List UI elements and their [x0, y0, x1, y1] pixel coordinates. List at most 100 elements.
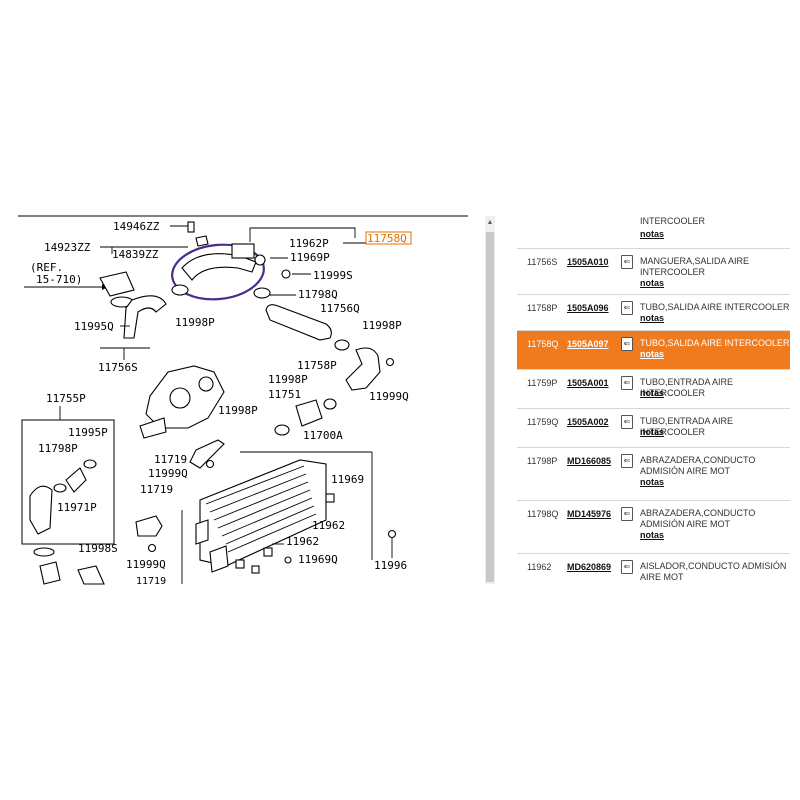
label-11969P[interactable]: 11969P — [290, 251, 330, 264]
add-to-cart-icon[interactable]: ⇐ — [621, 337, 633, 351]
label-11751[interactable]: 11751 — [268, 388, 301, 401]
notes-link[interactable]: notas — [640, 229, 665, 239]
label-11962-a[interactable]: 11962 — [312, 519, 345, 532]
table-row-11759Q[interactable]: 11759Q 1505A002 ⇐ TUBO,ENTRADA AIRE INTERCO… — [517, 409, 790, 448]
part-number-link[interactable]: 1505A010 — [567, 257, 609, 267]
label-11971P[interactable]: 11971P — [57, 501, 97, 514]
hose-part — [29, 485, 53, 535]
label-11998P-b[interactable]: 11998P — [362, 319, 402, 332]
label-11969Q[interactable]: 11969Q — [298, 553, 338, 566]
part-number-link[interactable]: MD620869 — [567, 562, 612, 572]
label-11999Q-a[interactable]: 11999Q — [369, 390, 409, 403]
label-11756Q[interactable]: 11756Q — [320, 302, 360, 315]
label-14839ZZ[interactable]: 14839ZZ — [112, 248, 159, 261]
notes-link[interactable]: notas — [640, 349, 665, 359]
label-11995P[interactable]: 11995P — [68, 426, 108, 439]
label-11998S[interactable]: 11998S — [78, 542, 118, 555]
ref-number: 11798P — [527, 456, 558, 466]
part-description: AISLADOR,CONDUCTO ADMISIÓN AIRE MOT — [640, 561, 787, 582]
add-to-cart-icon[interactable]: ⇐ — [621, 560, 633, 574]
part-number-link[interactable]: MD145976 — [567, 509, 612, 519]
add-to-cart-icon[interactable]: ⇐ — [621, 415, 633, 429]
add-to-cart-icon[interactable]: ⇐ — [621, 376, 633, 390]
part-description: INTERCOOLER — [640, 216, 706, 226]
diagram-scrollbar-thumb[interactable] — [486, 232, 494, 582]
part-number-link[interactable]: 1505A002 — [567, 417, 609, 427]
label-14946ZZ[interactable]: 14946ZZ — [113, 220, 160, 233]
label-11999Q-b[interactable]: 11999Q — [148, 467, 188, 480]
label-11998P-a[interactable]: 11998P — [175, 316, 215, 329]
label-11998P-d[interactable]: 11998P — [218, 404, 258, 417]
label-11719-a[interactable]: 11719 — [154, 453, 187, 466]
clamp-part — [171, 284, 189, 296]
clamp-part — [274, 424, 290, 436]
add-to-cart-icon[interactable]: ⇐ — [621, 454, 633, 468]
part-number-link[interactable]: 1505A097 — [567, 339, 609, 349]
add-to-cart-icon[interactable]: ⇐ — [621, 301, 633, 315]
part-description: TUBO,SALIDA AIRE INTERCOOLER — [640, 338, 790, 348]
label-11999Q-c[interactable]: 11999Q — [126, 558, 166, 571]
notes-link[interactable]: notas — [640, 313, 665, 323]
part-description: TUBO,SALIDA AIRE INTERCOOLER — [640, 302, 790, 312]
bolt-part — [385, 357, 395, 367]
bracket-part — [189, 439, 225, 469]
notes-link[interactable]: notas — [640, 477, 665, 487]
intercooler-outlet-pipe[interactable] — [181, 253, 257, 281]
bolt-part — [187, 221, 195, 233]
label-11798P[interactable]: 11798P — [38, 442, 78, 455]
ref-number: 11798Q — [527, 509, 559, 519]
part-description: MANGUERA,SALIDA AIRE INTERCOOLER — [640, 256, 750, 277]
intercooler-inlet-pipe[interactable] — [265, 304, 332, 341]
clip-part — [195, 235, 209, 247]
label-11998P-c[interactable]: 11998P — [268, 373, 308, 386]
label-11700A[interactable]: 11700A — [303, 429, 343, 442]
part-number-link[interactable]: 1505A001 — [567, 378, 609, 388]
arrow-up-icon[interactable]: ▲ — [486, 218, 494, 226]
notes-link[interactable]: notas — [640, 530, 665, 540]
notes-link[interactable]: notas — [640, 278, 665, 288]
label-11719-c[interactable]: 11719 — [136, 576, 166, 587]
label-11756S[interactable]: 11756S — [98, 361, 138, 374]
clamp-part — [334, 339, 350, 351]
label-11758Q[interactable]: 11758Q — [367, 232, 407, 245]
pipe-11758P[interactable] — [345, 347, 381, 391]
kit-box-11755P — [21, 419, 115, 545]
label-11758P[interactable]: 11758P — [297, 359, 337, 372]
part-description: TUBO,ENTRADA AIRE INTERCOOLER — [640, 416, 734, 437]
notes-link[interactable]: notas — [640, 427, 665, 437]
part-number-link[interactable]: MD166085 — [567, 456, 612, 466]
bracket-part — [231, 243, 255, 259]
label-14923ZZ[interactable]: 14923ZZ — [44, 241, 91, 254]
list-item-partial: INTERCOOLER notas — [517, 212, 790, 249]
ref-number: 11759Q — [527, 417, 559, 427]
label-11798Q[interactable]: 11798Q — [298, 288, 338, 301]
intercooler-outlet-hose[interactable] — [123, 295, 167, 339]
part-number-link[interactable]: 1505A096 — [567, 303, 609, 313]
add-to-cart-icon[interactable]: ⇐ — [621, 507, 633, 521]
grommet-part — [325, 493, 335, 503]
label-11995Q[interactable]: 11995Q — [74, 320, 114, 333]
label-11962-b[interactable]: 11962 — [286, 535, 319, 548]
label-11999S[interactable]: 11999S — [313, 269, 353, 282]
label-11755P[interactable]: 11755P — [46, 392, 86, 405]
bolt-part — [281, 269, 291, 279]
add-to-cart-icon[interactable]: ⇐ — [621, 255, 633, 269]
part-description: TUBO,ENTRADA AIRE INTERCOOLER — [640, 377, 734, 398]
label-11996[interactable]: 11996 — [374, 559, 407, 572]
clamp-part — [323, 398, 337, 410]
label-11962P[interactable]: 11962P — [289, 237, 329, 250]
notes-link[interactable]: notas — [640, 388, 665, 398]
label-11969[interactable]: 11969 — [331, 473, 364, 486]
highlighted-part-box — [365, 231, 412, 245]
intercooler-core[interactable] — [199, 459, 327, 567]
label-11719-b[interactable]: 11719 — [140, 483, 173, 496]
